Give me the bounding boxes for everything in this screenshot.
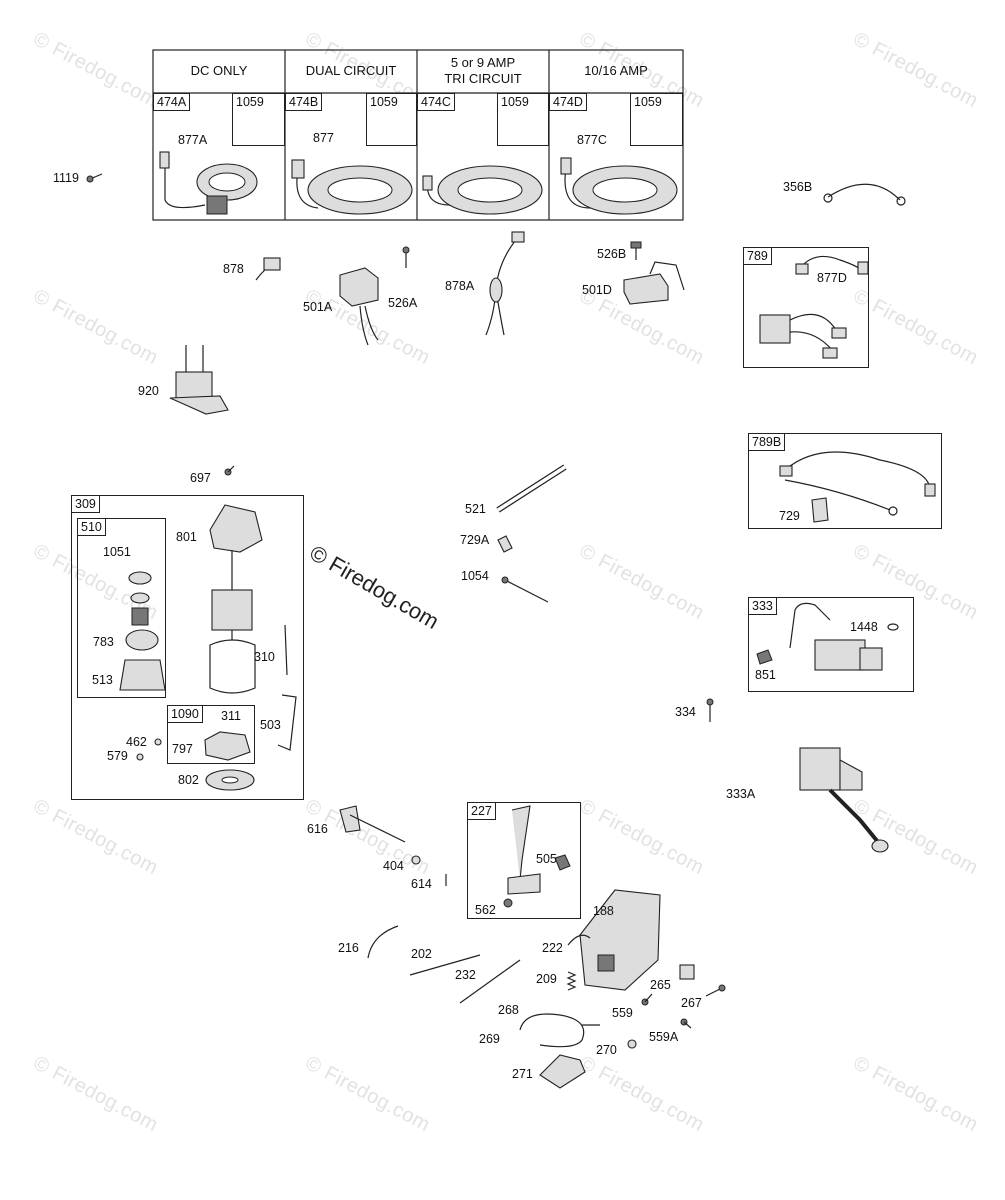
stator-ref-474D: 474D — [549, 93, 587, 111]
part-label-209: 209 — [536, 972, 557, 986]
part-label-562: 562 — [475, 903, 496, 917]
kit-box-789 — [743, 247, 869, 368]
part-label-501A: 501A — [303, 300, 333, 314]
stator-ref-474A: 474A — [153, 93, 191, 111]
part-label-268: 268 — [498, 1003, 519, 1017]
kit-label-309: 309 — [71, 495, 100, 513]
part-label-616: 616 — [307, 822, 328, 836]
part-label-404: 404 — [383, 859, 404, 873]
part-label-878A: 878A — [445, 279, 475, 293]
kit-box-1090 — [167, 705, 255, 764]
part-label-729: 729 — [779, 509, 800, 523]
part-label-878: 878 — [223, 262, 244, 276]
part-label-334: 334 — [675, 705, 696, 719]
part-label-920: 920 — [138, 384, 159, 398]
part-label-269: 269 — [479, 1032, 500, 1046]
part-label-333A: 333A — [726, 787, 756, 801]
part-label-271: 271 — [512, 1067, 533, 1081]
kit-box-333 — [748, 597, 914, 692]
part-label-503: 503 — [260, 718, 281, 732]
stator-474D — [560, 157, 678, 215]
part-label-1119: 1119 — [53, 171, 79, 185]
kit-box-309 — [71, 495, 304, 800]
kit-label-789: 789 — [743, 247, 772, 265]
part-label-1054: 1054 — [461, 569, 489, 583]
part-label-697: 697 — [190, 471, 211, 485]
kit-box-227 — [467, 802, 581, 919]
stator-474A — [159, 151, 258, 215]
wire-ref-877C: 877C — [577, 133, 607, 147]
part-label-1051: 1051 — [103, 545, 131, 559]
part-label-559: 559 — [612, 1006, 633, 1020]
part-label-526A: 526A — [388, 296, 418, 310]
part-label-729A: 729A — [460, 533, 490, 547]
part-label-462: 462 — [126, 735, 147, 749]
part-label-222: 222 — [542, 941, 563, 955]
part-label-188: 188 — [593, 904, 614, 918]
part-label-614: 614 — [411, 877, 432, 891]
stator-474C — [422, 165, 543, 215]
part-label-270: 270 — [596, 1043, 617, 1057]
kit-label-333: 333 — [748, 597, 777, 615]
part-label-797: 797 — [172, 742, 193, 756]
kit-label-1090: 1090 — [167, 705, 203, 723]
kit-label-510: 510 — [77, 518, 106, 536]
part-label-310: 310 — [254, 650, 275, 664]
part-label-579: 579 — [107, 749, 128, 763]
table-header-tri-circuit: 5 or 9 AMP TRI CIRCUIT — [444, 55, 522, 86]
part-label-311: 311 — [221, 709, 241, 723]
part-label-501D: 501D — [582, 283, 612, 297]
part-label-802: 802 — [178, 773, 199, 787]
part-label-1448: 1448 — [850, 620, 878, 634]
part-label-851: 851 — [755, 668, 776, 682]
wire-ref-877A: 877A — [178, 133, 208, 147]
screw-ref-1059: 1059 — [232, 93, 285, 146]
stator-ref-474B: 474B — [285, 93, 323, 111]
screw-ref-1059: 1059 — [630, 93, 683, 146]
part-label-559A: 559A — [649, 1030, 679, 1044]
part-label-202: 202 — [411, 947, 432, 961]
kit-box-510 — [77, 518, 166, 698]
part-label-526B: 526B — [597, 247, 627, 261]
wire-ref-877: 877 — [313, 131, 334, 145]
kit-label-227: 227 — [467, 802, 496, 820]
part-label-267: 267 — [681, 996, 702, 1010]
part-label-783: 783 — [93, 635, 114, 649]
part-label-216: 216 — [338, 941, 359, 955]
part-label-265: 265 — [650, 978, 671, 992]
part-label-505: 505 — [536, 852, 557, 866]
table-header-dc-only: DC ONLY — [190, 63, 248, 78]
table-header-10-16-amp: 10/16 AMP — [584, 63, 648, 78]
part-label-513: 513 — [92, 673, 113, 687]
table-header-dual-circuit: DUAL CIRCUIT — [305, 63, 397, 78]
part-label-801: 801 — [176, 530, 197, 544]
part-label-521: 521 — [465, 502, 486, 516]
part-label-232: 232 — [455, 968, 476, 982]
part-label-877D: 877D — [817, 271, 847, 285]
screw-ref-1059: 1059 — [497, 93, 549, 146]
part-label-356B: 356B — [783, 180, 813, 194]
stator-ref-474C: 474C — [417, 93, 455, 111]
kit-box-789B — [748, 433, 942, 529]
stator-474B — [291, 159, 413, 215]
screw-ref-1059: 1059 — [366, 93, 417, 146]
kit-label-789B: 789B — [748, 433, 786, 451]
